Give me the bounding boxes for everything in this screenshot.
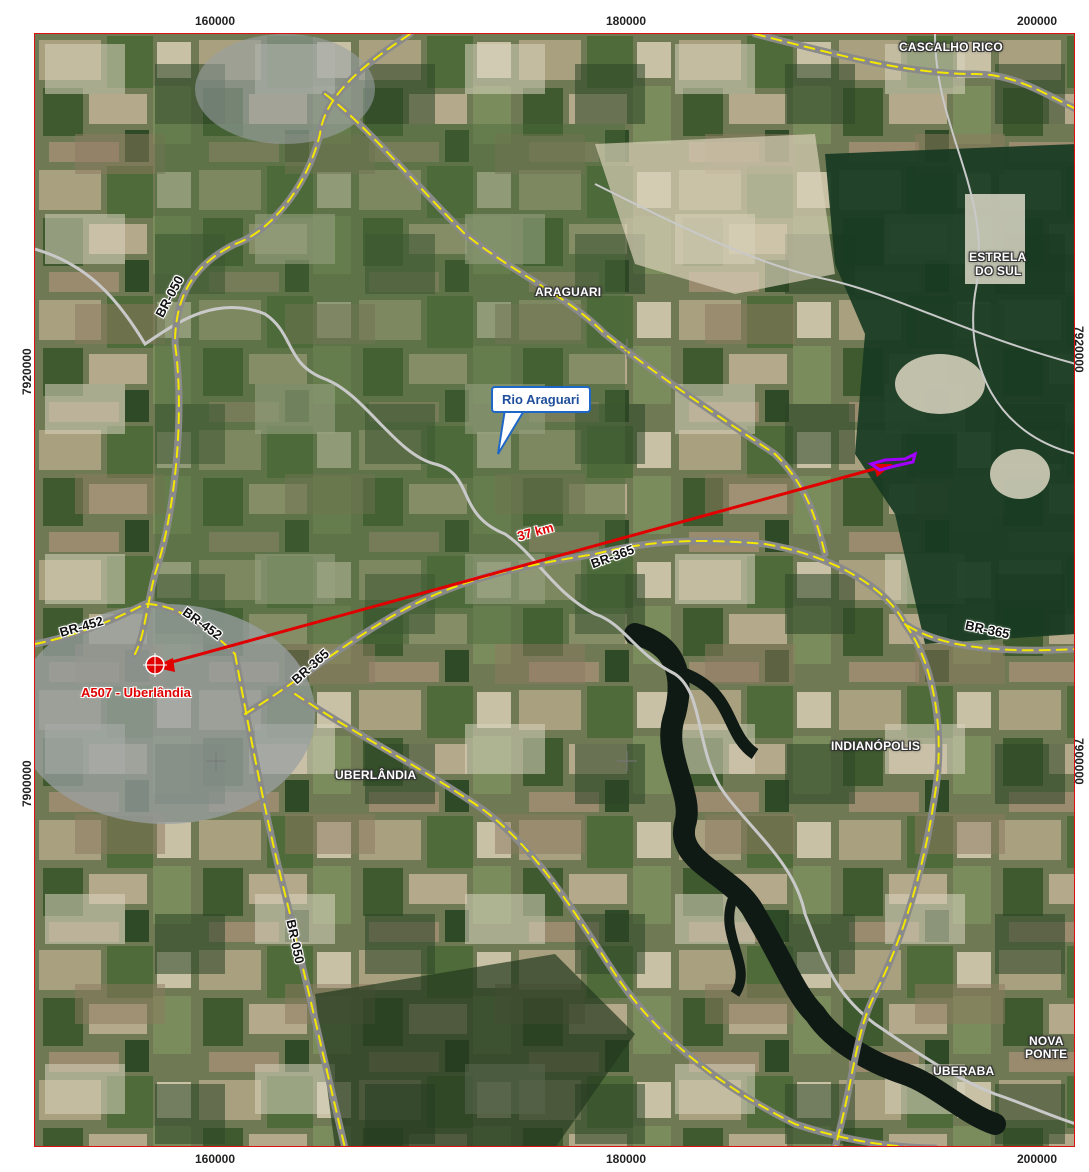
place-nova-ponte-line2: PONTE (1025, 1047, 1068, 1061)
road-network (35, 34, 1074, 1146)
place-araguari: ARAGUARI (535, 285, 602, 299)
place-uberlandia: UBERLÂNDIA (335, 768, 417, 782)
place-cascalho-rico: CASCALHO RICO (899, 40, 1003, 54)
grid-label-top-200000: 200000 (1016, 14, 1058, 28)
place-nova-ponte-line1: NOVA (1029, 1034, 1064, 1048)
grid-label-top-180000: 180000 (605, 14, 647, 28)
place-uberaba: UBERABA (933, 1064, 995, 1078)
station-label: A507 - Uberlândia (81, 685, 191, 700)
grid-label-left-7920000: 7920000 (20, 348, 34, 395)
river-callout: Rio Araguari (491, 386, 591, 413)
place-estrela-do-sul-line2: DO SUL (975, 264, 1022, 278)
grid-label-bottom-200000: 200000 (1016, 1152, 1058, 1166)
grid-label-bottom-180000: 180000 (605, 1152, 647, 1166)
grid-label-left-7900000: 7900000 (20, 760, 34, 807)
grid-label-top-160000: 160000 (194, 14, 236, 28)
place-indianopolis: INDIANÓPOLIS (831, 739, 921, 753)
grid-label-bottom-160000: 160000 (194, 1152, 236, 1166)
place-estrela-do-sul-line1: ESTRELA (969, 250, 1027, 264)
station-marker (143, 653, 167, 677)
satellite-map[interactable]: CASCALHO RICO ESTRELA DO SUL ARAGUARI IN… (34, 33, 1075, 1147)
site-polygon (867, 451, 918, 472)
map-layers (35, 34, 1074, 1146)
grid-crosses (206, 339, 637, 771)
reservoir (624, 623, 1006, 1135)
